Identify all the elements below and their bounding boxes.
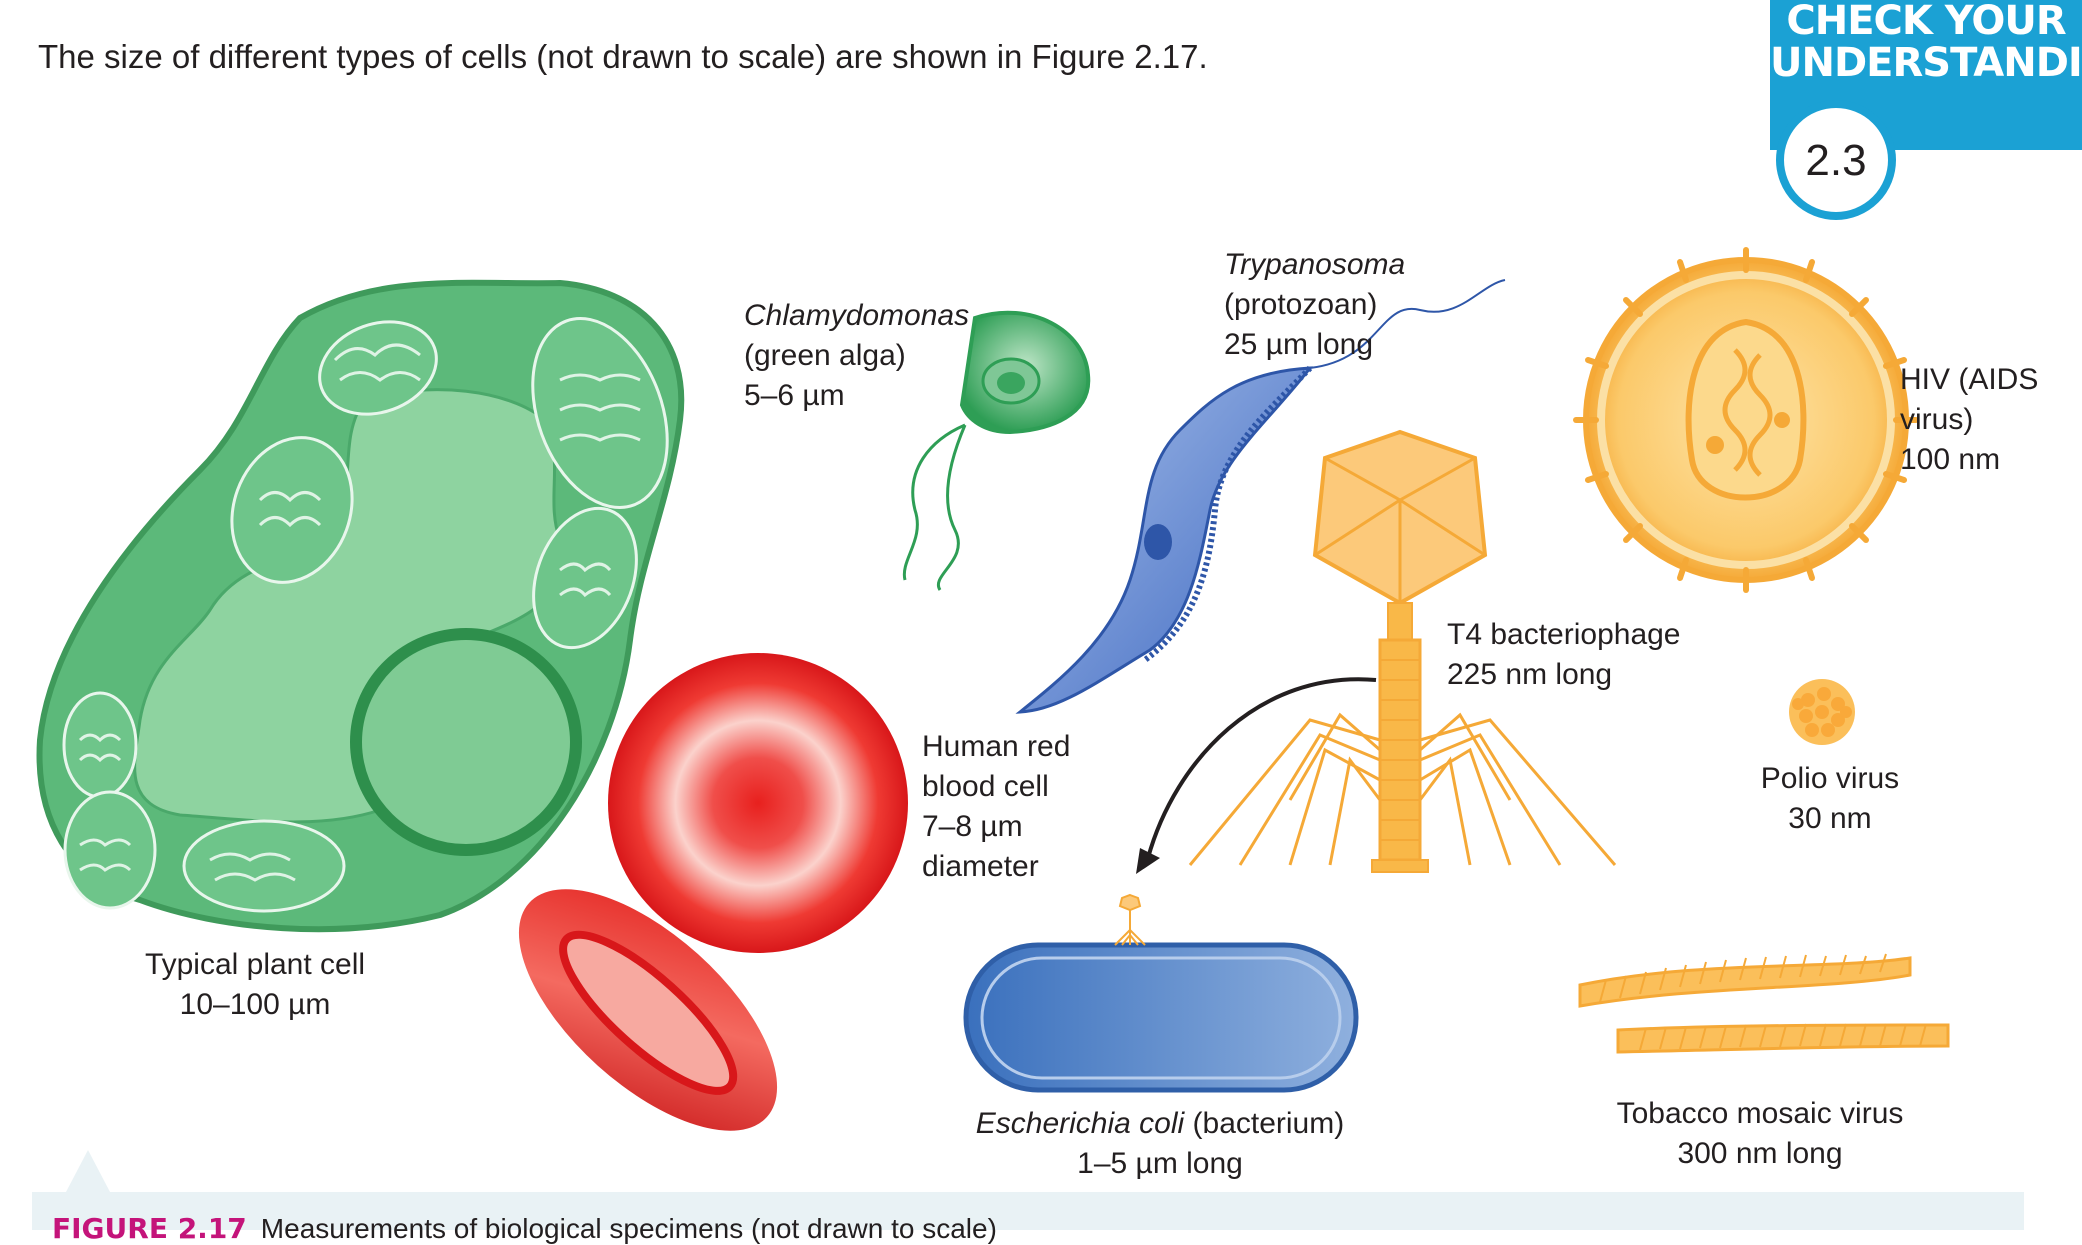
trypanosoma-size: 25 µm long [1224, 328, 1374, 361]
trypanosoma-name: Trypanosoma [1224, 248, 1406, 281]
badge-title: CHECK YOUR UNDERSTANDING [1770, 0, 2082, 84]
rbc-line-1: Human red [922, 730, 1071, 763]
label-red-blood-cell: Human red blood cell 7–8 µm diameter [922, 727, 1070, 887]
ecoli-bacterium [963, 893, 1359, 1093]
label-plant-cell: Typical plant cell 10–100 µm [130, 945, 380, 1025]
t4-bacteriophage [1188, 429, 1617, 873]
t4-name: T4 bacteriophage [1447, 618, 1681, 651]
hiv-line-1: HIV (AIDS [1900, 363, 2039, 396]
label-hiv: HIV (AIDS virus) 100 nm [1900, 360, 2038, 480]
label-t4: T4 bacteriophage 225 nm long [1447, 615, 1681, 695]
ecoli-name: Escherichia coli [975, 1107, 1185, 1140]
hiv-line-2: virus) [1900, 403, 1974, 436]
specimen-illustrations [36, 247, 1950, 1131]
plant-vacuole [350, 628, 582, 856]
rbc-line-2: blood cell [922, 770, 1049, 803]
hiv-size: 100 nm [1900, 443, 2001, 476]
rbc-side [518, 889, 778, 1131]
polio-name: Polio virus [1760, 762, 1900, 795]
label-trypanosoma: Trypanosoma (protozoan) 25 µm long [1224, 245, 1405, 365]
plant-cell [36, 279, 685, 933]
polio-size: 30 nm [1788, 802, 1872, 835]
badge-line-2: UNDERSTANDING [1770, 40, 2082, 86]
trypanosoma [1015, 279, 1506, 714]
check-your-understanding-badge[interactable]: CHECK YOUR UNDERSTANDING 2.3 [1770, 0, 2082, 220]
figure-number: FIGURE 2.17 [52, 1212, 247, 1245]
rbc-size: 7–8 µm [922, 810, 1023, 843]
plant-cell-size: 10–100 µm [179, 988, 331, 1021]
caption-notch [66, 1150, 110, 1192]
ecoli-size: 1–5 µm long [1077, 1147, 1243, 1180]
label-polio: Polio virus 30 nm [1720, 759, 1940, 839]
chlamydomonas [902, 310, 1091, 591]
badge-circle: 2.3 [1776, 100, 1896, 220]
label-chlamydomonas: Chlamydomonas (green alga) 5–6 µm [744, 296, 969, 416]
chlamydomonas-name: Chlamydomonas [744, 299, 970, 332]
hiv-virus [1573, 247, 1919, 593]
tmv-name: Tobacco mosaic virus [1616, 1097, 1904, 1130]
ecoli-type: (bacterium) [1184, 1107, 1345, 1140]
plant-cell-name: Typical plant cell [144, 948, 366, 981]
rbc-face [608, 653, 908, 953]
label-ecoli: Escherichia coli (bacterium) 1–5 µm long [960, 1104, 1360, 1184]
figure-caption-text: Measurements of biological specimens (no… [260, 1213, 997, 1244]
red-blood-cell [518, 653, 908, 1131]
tobacco-mosaic-virus [1578, 953, 1950, 1054]
label-tmv: Tobacco mosaic virus 300 nm long [1580, 1094, 1940, 1174]
figure-caption: FIGURE 2.17 Measurements of biological sp… [52, 1212, 997, 1245]
t4-size: 225 nm long [1447, 658, 1613, 691]
tmv-size: 300 nm long [1677, 1137, 1843, 1170]
caption-bar [32, 1192, 2024, 1230]
polio-virus [1789, 679, 1855, 745]
chlamydomonas-type: (green alga) [744, 339, 906, 372]
intro-text: The size of different types of cells (no… [38, 38, 1208, 75]
chloroplasts [62, 317, 669, 913]
badge-line-1: CHECK YOUR [1786, 0, 2066, 44]
trypanosoma-type: (protozoan) [1224, 288, 1378, 321]
rbc-line-4: diameter [922, 850, 1039, 883]
chlamydomonas-size: 5–6 µm [744, 379, 845, 412]
arrow [1136, 677, 1377, 874]
badge-number: 2.3 [1805, 136, 1867, 185]
